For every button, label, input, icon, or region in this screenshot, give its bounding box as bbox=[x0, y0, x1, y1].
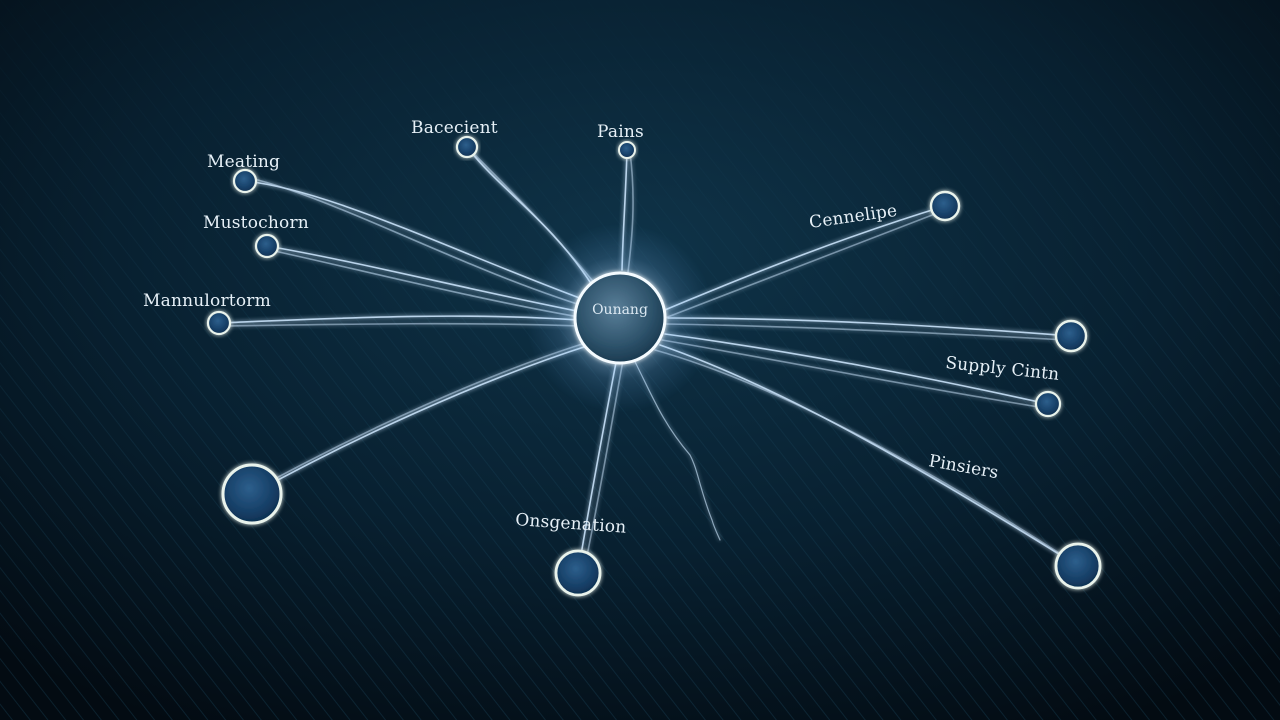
node-manulorcorm[interactable]: Mannulortorm bbox=[143, 291, 271, 336]
node-circle bbox=[1034, 390, 1062, 418]
link-right-upper bbox=[667, 317, 1072, 337]
link-pinsters-b bbox=[654, 349, 1071, 561]
node-circle bbox=[254, 233, 280, 259]
node-circle bbox=[221, 463, 283, 525]
node-label-meating: Meating bbox=[207, 152, 280, 172]
link-right-upper-b bbox=[665, 323, 1067, 341]
node-circle bbox=[206, 310, 232, 336]
node-bacecient[interactable]: Bacecient bbox=[411, 118, 498, 159]
node-mustochorn[interactable]: Mustochorn bbox=[203, 213, 309, 259]
node-right-upper[interactable] bbox=[1054, 319, 1088, 353]
node-circle bbox=[1054, 542, 1102, 590]
node-circle bbox=[232, 168, 258, 194]
node-circle bbox=[929, 190, 961, 222]
node-label-pains: Pains bbox=[597, 122, 644, 142]
node-label-manulorcorm: Mannulortorm bbox=[143, 291, 271, 311]
node-label-mustochorn: Mustochorn bbox=[203, 213, 309, 233]
hub-node[interactable]: Ounang bbox=[573, 271, 667, 365]
node-left-large[interactable] bbox=[221, 463, 283, 525]
link-supply-chain bbox=[664, 333, 1049, 405]
node-label-bacecient: Bacecient bbox=[411, 118, 498, 138]
link-supply-chain-b bbox=[661, 339, 1046, 409]
node-circle bbox=[1054, 319, 1088, 353]
node-circle bbox=[455, 135, 479, 159]
node-onsgenation[interactable]: Onsgenation bbox=[515, 510, 627, 597]
node-pains[interactable]: Pains bbox=[597, 122, 644, 159]
node-circle bbox=[554, 549, 602, 597]
hub-circle bbox=[573, 271, 667, 365]
node-meating[interactable]: Meating bbox=[207, 152, 280, 194]
node-circle bbox=[618, 141, 636, 159]
hub-label: Ounang bbox=[592, 302, 648, 318]
